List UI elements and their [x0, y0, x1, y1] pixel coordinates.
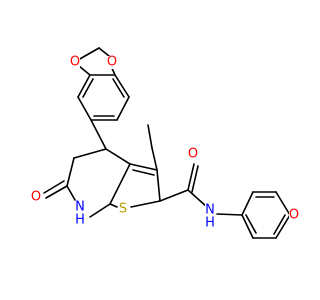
atom-o-keto: O: [31, 190, 41, 205]
atom-label-o: O: [31, 190, 41, 205]
atom-label-o: O: [70, 55, 80, 70]
atom-nh-ring: N H: [75, 200, 85, 228]
atom-label-n: N: [75, 200, 85, 215]
atom-o-left: O: [70, 55, 80, 70]
atom-label-o: O: [188, 147, 198, 162]
atom-o-methoxy: O: [289, 208, 299, 223]
atom-label-o: O: [289, 208, 299, 223]
atom-labels: O O S O O N H N H O: [31, 55, 299, 231]
atom-label-h: H: [205, 216, 215, 231]
atom-label-h: H: [75, 213, 85, 228]
atom-label-s: S: [119, 202, 127, 217]
atom-o-amide: O: [188, 147, 198, 162]
atom-nh-amide: N H: [205, 203, 215, 231]
atom-label-n: N: [205, 203, 215, 218]
atom-o-top: O: [107, 55, 117, 70]
molecule-structure: O O S O O N H N H O: [31, 47, 299, 239]
atom-s: S: [118, 202, 128, 217]
atom-label-o: O: [107, 55, 117, 70]
